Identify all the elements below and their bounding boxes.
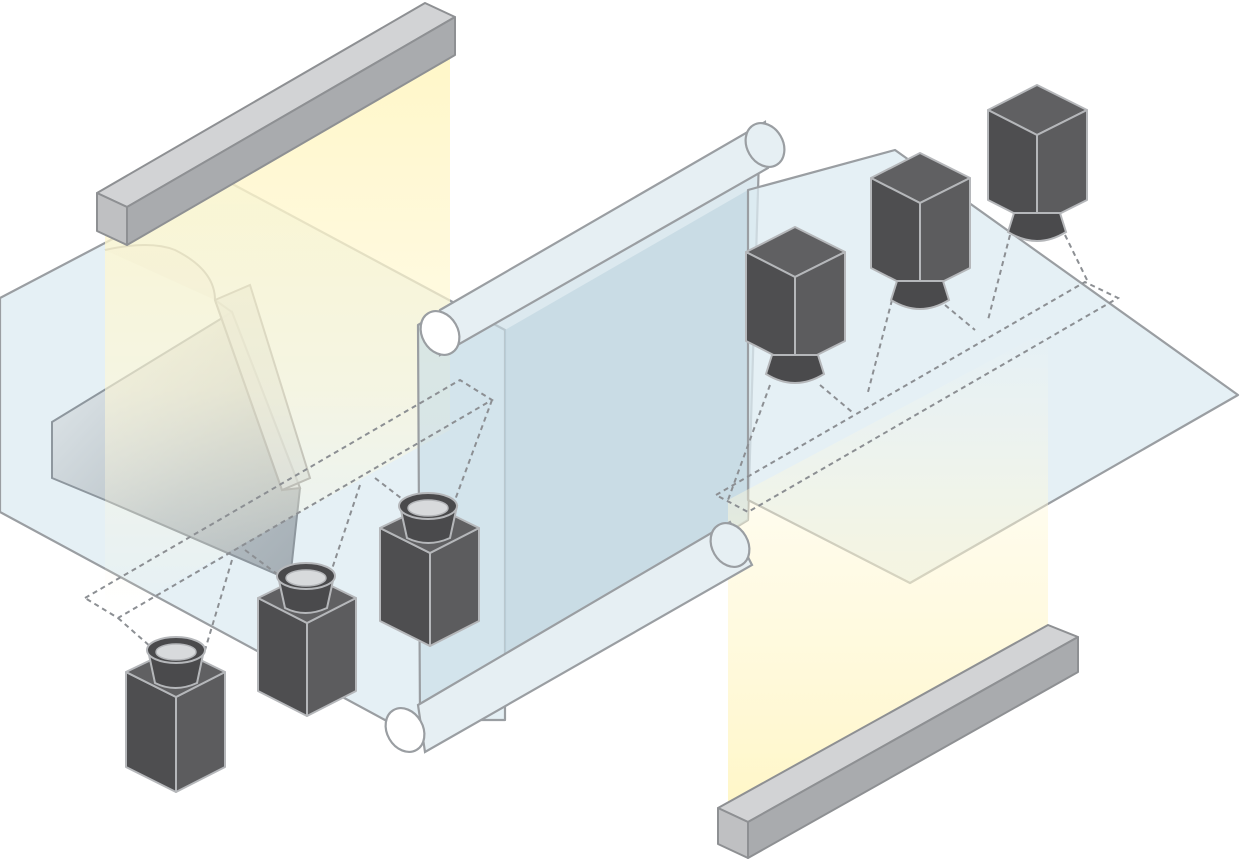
bottom-light-beam bbox=[728, 330, 1048, 810]
camera-above-3[interactable] bbox=[987, 84, 1088, 242]
roller-bottom bbox=[384, 707, 426, 753]
camera-above-1[interactable] bbox=[745, 226, 846, 384]
camera-above-2[interactable] bbox=[870, 152, 971, 310]
top-line-light[interactable] bbox=[96, 2, 456, 246]
roller-top bbox=[419, 120, 786, 357]
camera-below-3[interactable] bbox=[379, 492, 480, 647]
inspection-lines-right bbox=[715, 234, 1121, 514]
camera-below-1[interactable] bbox=[125, 636, 226, 793]
camera-below-2[interactable] bbox=[257, 562, 357, 717]
bottom-line-light[interactable] bbox=[717, 624, 1079, 859]
